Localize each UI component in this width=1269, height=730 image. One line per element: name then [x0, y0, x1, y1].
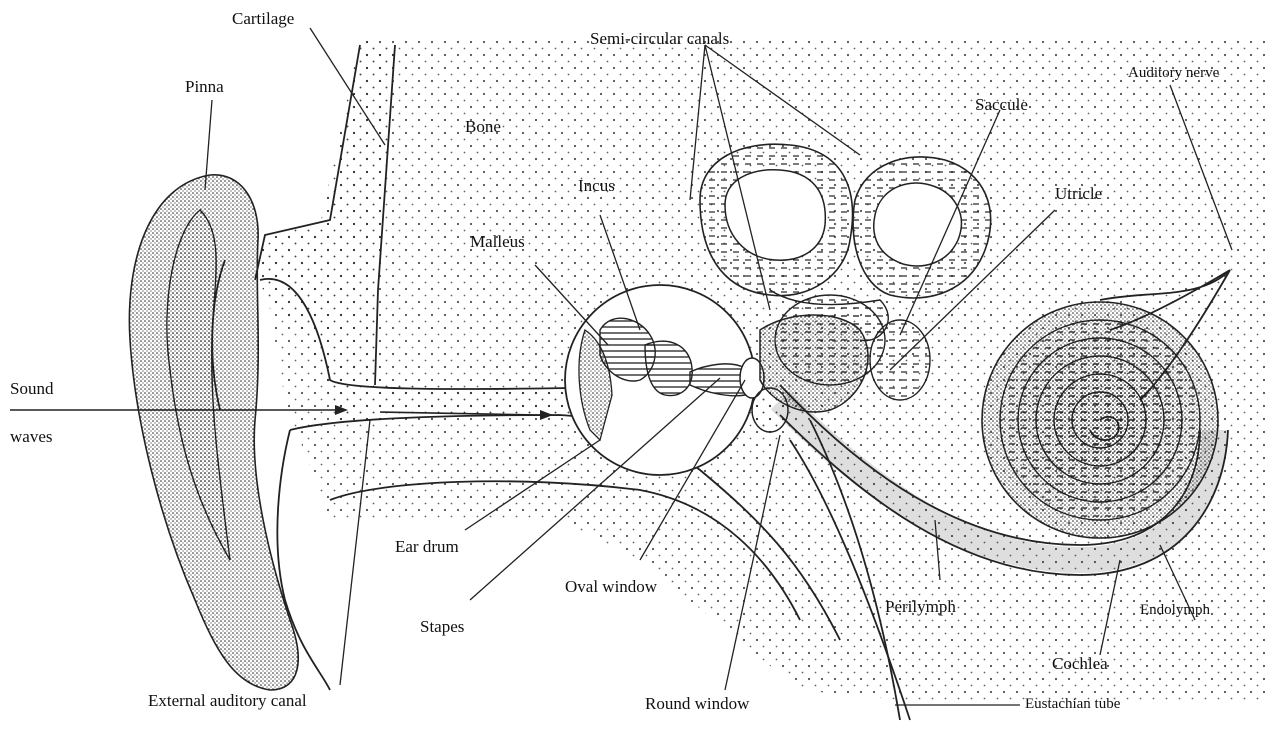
utricle-shape	[775, 295, 885, 385]
label-waves: waves	[10, 428, 52, 445]
label-incus: Incus	[578, 177, 615, 194]
label-round-window: Round window	[645, 695, 749, 712]
label-eustachian-tube: Eustachian tube	[1025, 697, 1120, 712]
label-stapes: Stapes	[420, 618, 464, 635]
label-utricle: Utricle	[1055, 185, 1102, 202]
label-semicircular-canals: Semi-circular canals	[590, 30, 729, 47]
label-cartilage: Cartilage	[232, 10, 294, 27]
label-pinna: Pinna	[185, 78, 224, 95]
label-endolymph: Endolymph	[1140, 603, 1210, 618]
label-sound: Sound	[10, 380, 53, 397]
label-bone: Bone	[465, 118, 501, 135]
label-cochlea: Cochlea	[1052, 655, 1108, 672]
label-perilymph: Perilymph	[885, 598, 956, 615]
label-oval-window: Oval window	[565, 578, 657, 595]
label-ear-drum: Ear drum	[395, 538, 459, 555]
label-auditory-nerve: Auditory nerve	[1128, 66, 1219, 81]
label-external-auditory-canal: External auditory canal	[148, 692, 307, 709]
label-malleus: Malleus	[470, 233, 525, 250]
cochlea-spiral	[982, 302, 1218, 538]
label-saccule: Saccule	[975, 96, 1028, 113]
